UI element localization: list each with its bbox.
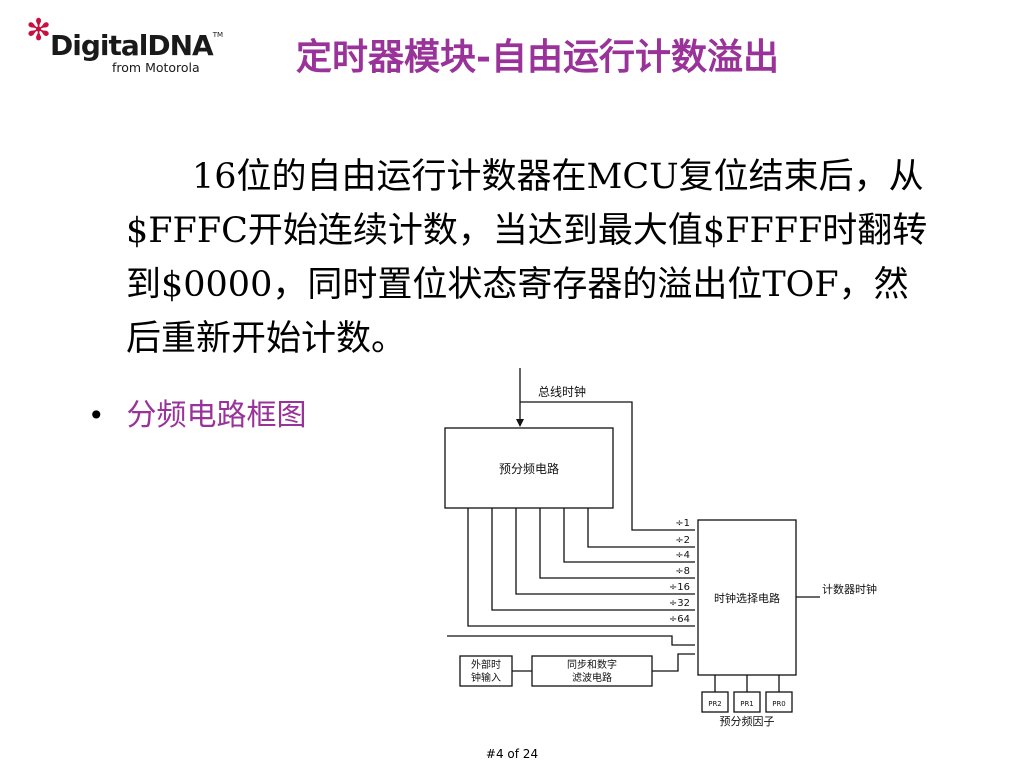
logo-wordmark: DigitalDNATM (50, 29, 224, 62)
sync-filter-label-line1: 同步和数字 (567, 658, 617, 671)
bus-clock-bypass-line (520, 401, 695, 531)
divisor-label-8: ÷8 (675, 566, 690, 577)
divisor-label-16: ÷16 (669, 582, 690, 593)
external-clock-label-line1: 外部时 (471, 658, 501, 671)
flower-icon: ✻ (26, 13, 52, 48)
logo-tagline: from Motorola (112, 60, 200, 75)
divider-line-8 (539, 508, 695, 579)
pr2-label: PR2 (708, 700, 722, 708)
prescaler-box (444, 427, 614, 509)
divisor-label-2: ÷2 (675, 535, 690, 546)
prescale-factor-label: 预分频因子 (720, 714, 775, 728)
pr1-label: PR1 (740, 700, 754, 708)
divider-line-64 (467, 508, 695, 627)
bullet-text: 分频电路框图 (126, 398, 307, 433)
divisor-label-4: ÷4 (675, 550, 690, 561)
digitaldna-logo: ✻ DigitalDNATM from Motorola (26, 14, 226, 78)
divider-line-4 (563, 508, 695, 563)
divider-line-32 (491, 508, 695, 611)
prescaler-label: 预分频电路 (499, 461, 559, 476)
bullet-marker: • (88, 399, 105, 432)
body-paragraph: 16位的自由运行计数器在MCU复位结束后，从 $FFFC开始连续计数，当达到最大… (126, 157, 928, 359)
divisor-label-64: ÷64 (669, 614, 690, 625)
external-clock-bus-line (447, 635, 695, 646)
bullet-item: • 分频电路框图 (88, 398, 307, 434)
clock-select-label: 时钟选择电路 (714, 591, 780, 605)
filter-to-select-line (652, 653, 695, 672)
counter-clock-label: 计数器时钟 (822, 582, 877, 596)
divisor-label-32: ÷32 (669, 598, 690, 609)
prescaler-block-diagram: 总线时钟 预分频电路 时钟选择电路 计数器时钟 ÷1 ÷2 ÷4 ÷8 ÷16 … (440, 360, 920, 730)
page-number: #4 of 24 (485, 747, 539, 761)
external-clock-label-line2: 钟输入 (471, 671, 501, 684)
pr0-label: PR0 (772, 700, 786, 708)
divider-line-2 (587, 508, 695, 548)
divider-line-16 (515, 508, 695, 595)
divisor-label-1: ÷1 (675, 518, 690, 529)
bus-clock-label: 总线时钟 (538, 384, 586, 399)
sync-filter-label-line2: 滤波电路 (572, 671, 612, 684)
slide-title: 定时器模块-自由运行计数溢出 (296, 36, 779, 78)
